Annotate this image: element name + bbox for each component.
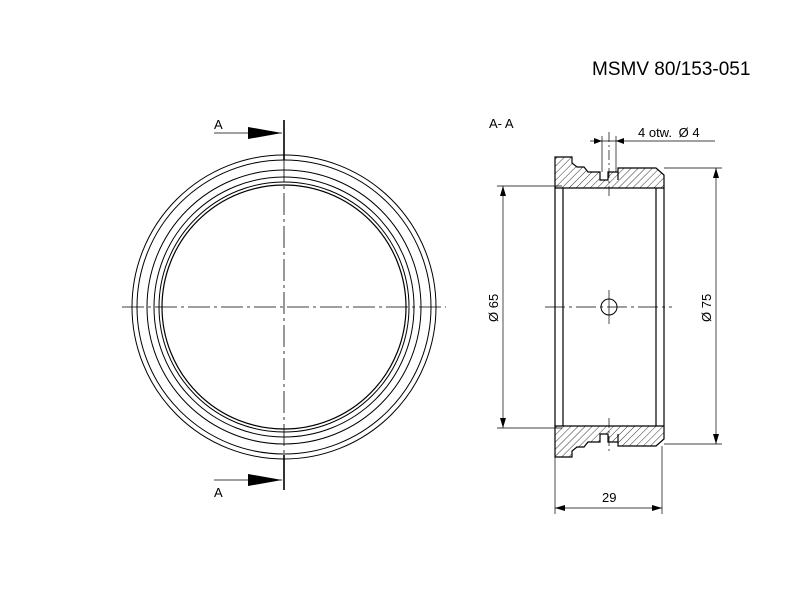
dim65-arrow-top <box>500 186 506 196</box>
holes-note-value: 4 <box>692 125 699 140</box>
dim-inner-diameter-label: Ø 65 <box>486 294 501 322</box>
diameter-symbol-holes: Ø <box>679 125 689 140</box>
section-arrow-top-head <box>248 127 282 139</box>
dim-outer-diameter-label: Ø 75 <box>699 294 714 322</box>
drawing-title: MSMV 80/153-051 <box>592 59 750 80</box>
front-view: A A <box>122 117 446 500</box>
holes-note-prefix: 4 otw. <box>638 125 672 140</box>
dim65-arrow-bottom <box>500 418 506 428</box>
dim29-arrow-left <box>555 505 565 511</box>
dim75-arrow-top <box>713 168 719 178</box>
top-wall-section <box>554 156 665 189</box>
section-marker-top: A <box>214 117 223 132</box>
dim-inner-diameter-value: 65 <box>486 294 501 308</box>
bottom-wall-section <box>554 425 665 458</box>
dim-width-label: 29 <box>602 490 616 505</box>
diameter-symbol-75: Ø <box>699 312 714 322</box>
section-view-label: A- A <box>489 116 514 131</box>
dim-outer-diameter-value: 75 <box>699 294 714 308</box>
section-marker-bottom: A <box>214 485 223 500</box>
dim29-arrow-right <box>652 505 662 511</box>
hole-arrow-right <box>616 138 624 144</box>
section-view: A- A 4 otw. Ø 4 <box>486 116 722 514</box>
dim75-arrow-bottom <box>713 434 719 444</box>
diameter-symbol-65: Ø <box>486 312 501 322</box>
holes-note: 4 otw. Ø 4 <box>638 125 700 140</box>
hole-arrow-left <box>594 138 602 144</box>
section-arrow-bottom-head <box>248 474 282 486</box>
radial-hole-circle <box>600 298 618 316</box>
